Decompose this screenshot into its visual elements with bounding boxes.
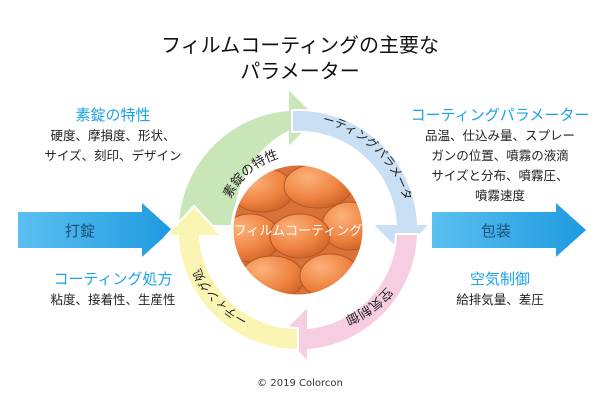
formulation-line-1: 粘度、接着性、生産性	[50, 292, 176, 307]
formulation-desc: 粘度、接着性、生産性	[18, 290, 208, 310]
coating-params-line-2: ガンの位置、噴霧の液滴	[431, 148, 569, 163]
air-control-desc: 給排気量、差圧	[410, 290, 590, 310]
packaging-arrow	[432, 203, 586, 257]
title-line-2: パラメーター	[240, 59, 360, 83]
segment-tablet-props	[176, 85, 320, 227]
tableting-arrow	[18, 203, 172, 257]
center-label: フィルムコーティング	[234, 224, 363, 239]
tablet-props-line-2: サイズ、刻印、デザイン	[44, 148, 182, 163]
coating-params-line-1: 品温、仕込み量、スプレー	[424, 128, 575, 143]
coating-params-line-3: サイズと分布、噴霧圧、	[431, 168, 569, 183]
tablet-props-line-1: 硬度、摩損度、形状、	[50, 128, 176, 143]
coating-params-desc: 品温、仕込み量、スプレー ガンの位置、噴霧の液滴 サイズと分布、噴霧圧、 噴霧速…	[410, 126, 590, 206]
air-control-heading: 空気制御	[469, 270, 530, 288]
coating-params-heading: コーティングパラメーター	[410, 106, 590, 124]
copyright: © 2019 Colorcon	[257, 378, 343, 389]
air-control-line-1: 給排気量、差圧	[456, 292, 544, 307]
tablet-props-desc: 硬度、摩損度、形状、 サイズ、刻印、デザイン	[18, 126, 208, 166]
tableting-label: 打錠	[64, 222, 95, 240]
packaging-label: 包装	[480, 222, 511, 240]
title-line-1: フィルムコーティングの主要な	[161, 33, 439, 57]
diagram-title: フィルムコーティングの主要な パラメーター	[0, 32, 600, 84]
tablet-props-heading: 素錠の特性	[75, 106, 151, 124]
coating-params-line-4: 噴霧速度	[474, 188, 525, 203]
formulation-heading: コーティング処方	[53, 270, 173, 288]
segment-formulation	[163, 204, 299, 352]
